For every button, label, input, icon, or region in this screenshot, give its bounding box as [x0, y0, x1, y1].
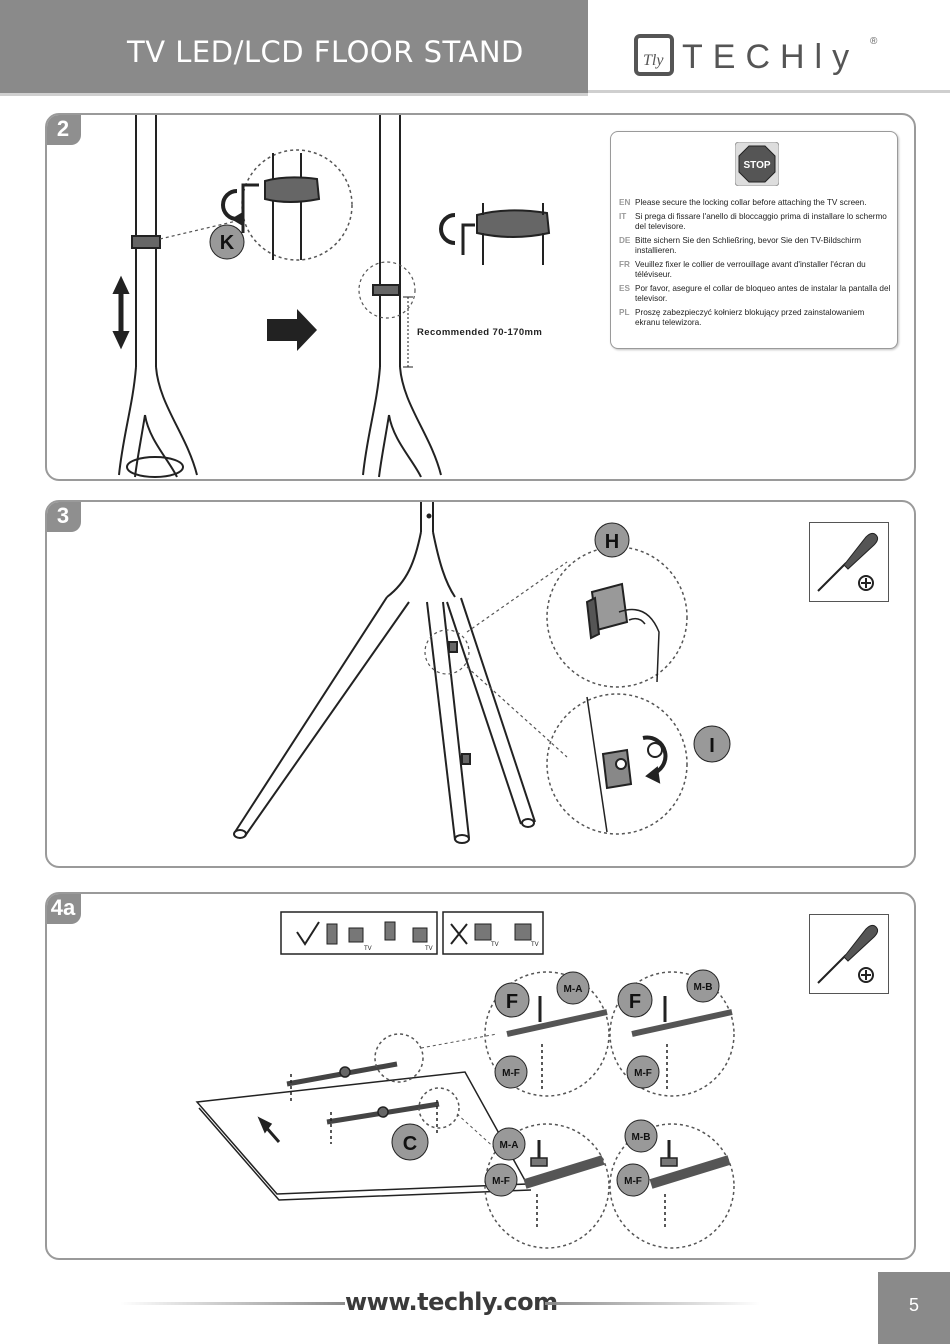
- header-rule: [588, 90, 950, 93]
- stop-icon: STOP: [735, 142, 779, 186]
- page-title: TV LED/LCD FLOOR STAND: [127, 35, 524, 69]
- step-4a-panel: 4a TV TV TV TV: [45, 892, 916, 1260]
- footer-rule-right: [545, 1302, 760, 1305]
- callout-f-badge-2: [617, 982, 653, 1018]
- callout-mb-2: M-B: [632, 1132, 651, 1143]
- screwdriver-box-step3: [809, 522, 889, 602]
- registered-mark: ®: [870, 36, 878, 47]
- callout-ma-1: M-A: [564, 984, 583, 995]
- step-3-panel: 3: [45, 500, 916, 868]
- callout-f-2: F: [629, 991, 641, 1013]
- screwdriver-box-step4a: [809, 914, 889, 994]
- callout-ma-badge-2: [492, 1127, 526, 1161]
- tv-tag-3: TV: [491, 942, 499, 948]
- step-2-panel: 2: [45, 113, 916, 481]
- callout-k-badge: [209, 224, 245, 260]
- check-icon: [296, 921, 320, 946]
- callout-ma-badge-1: [556, 971, 590, 1005]
- cross-icon: [450, 923, 468, 945]
- callout-mf-badge-3: [484, 1163, 518, 1197]
- brand-wordmark: TECHly: [682, 38, 859, 76]
- header-band: TV LED/LCD FLOOR STAND: [0, 0, 588, 96]
- brand-mark-icon: [634, 34, 674, 76]
- callout-mf-4: M-F: [624, 1176, 642, 1187]
- callout-mf-badge-4: [616, 1163, 650, 1197]
- wrong-usage-box: [442, 911, 544, 955]
- recommended-height-label: Recommended 70-170mm: [417, 327, 543, 338]
- step-3-illustration: H I: [233, 502, 731, 844]
- phillips-screwdriver-icon: [817, 532, 879, 592]
- callout-c: C: [403, 1133, 417, 1155]
- tv-tag-1: TV: [364, 946, 372, 952]
- callout-f-1: F: [506, 991, 518, 1013]
- callout-mf-3: M-F: [492, 1176, 510, 1187]
- techly-logo: Tly TECHly ®: [634, 34, 878, 76]
- tv-tag-2: TV: [425, 946, 433, 952]
- callout-h-badge: [594, 522, 630, 558]
- step4a-callouts: [391, 969, 720, 1197]
- callout-mf-badge-1: [494, 1055, 528, 1089]
- callout-h: H: [605, 531, 619, 553]
- step-4a-illustration: TV TV TV TV: [195, 911, 735, 1249]
- callout-mf-badge-2: [626, 1055, 660, 1089]
- tv-tag-4: TV: [531, 942, 539, 948]
- callout-k: K: [220, 232, 235, 254]
- brand-mark-text: Tly: [643, 52, 664, 69]
- footer-rule-left: [120, 1302, 345, 1305]
- callout-f-badge-1: [494, 982, 530, 1018]
- footer-website-link[interactable]: www.techly.com: [345, 1288, 558, 1316]
- callout-mb-badge-1: [686, 969, 720, 1003]
- step-number-3: 3: [47, 502, 81, 532]
- step-number-2: 2: [47, 115, 81, 145]
- callout-i: I: [709, 735, 715, 757]
- phillips-screwdriver-icon: [817, 924, 879, 984]
- callout-mf-2: M-F: [634, 1068, 652, 1079]
- callout-c-badge: [391, 1123, 429, 1161]
- callout-mb-1: M-B: [694, 982, 713, 993]
- callout-ma-2: M-A: [500, 1140, 519, 1151]
- stop-text: STOP: [743, 160, 770, 171]
- step-number-4a: 4a: [47, 894, 81, 924]
- callout-i-badge: [693, 725, 731, 763]
- page-number: 5: [878, 1272, 950, 1344]
- step-2-illustration: K: [112, 115, 551, 478]
- correct-usage-box: [280, 911, 438, 955]
- callout-mf-1: M-F: [502, 1068, 520, 1079]
- callout-mb-badge-2: [624, 1119, 658, 1153]
